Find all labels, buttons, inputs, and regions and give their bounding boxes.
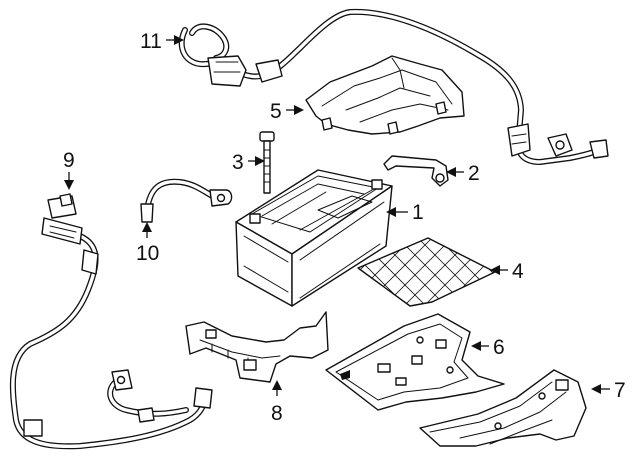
callout-11: 11 bbox=[140, 30, 162, 53]
battery-cover bbox=[305, 55, 465, 135]
callout-1: 1 bbox=[412, 201, 424, 224]
hold-down-bracket bbox=[383, 155, 449, 187]
callout-10: 10 bbox=[136, 242, 159, 265]
lower-support bbox=[419, 369, 587, 447]
callout-7: 7 bbox=[614, 379, 626, 402]
callout-leaders bbox=[64, 35, 610, 396]
callout-9: 9 bbox=[63, 149, 75, 172]
callout-6: 6 bbox=[493, 336, 505, 359]
callout-2: 2 bbox=[468, 162, 480, 185]
callout-8: 8 bbox=[271, 402, 283, 425]
heat-shield bbox=[185, 311, 329, 383]
hold-down-bolt bbox=[259, 131, 275, 194]
positive-cable bbox=[178, 8, 609, 165]
battery bbox=[235, 169, 393, 307]
callout-3: 3 bbox=[232, 151, 244, 174]
callout-5: 5 bbox=[270, 100, 282, 123]
callout-4: 4 bbox=[512, 260, 524, 283]
ground-cable bbox=[9, 193, 213, 450]
callout-labels: 1 2 3 4 5 6 7 8 9 10 11 bbox=[63, 30, 626, 425]
battery-tray bbox=[325, 313, 505, 411]
negative-cable bbox=[140, 178, 233, 223]
